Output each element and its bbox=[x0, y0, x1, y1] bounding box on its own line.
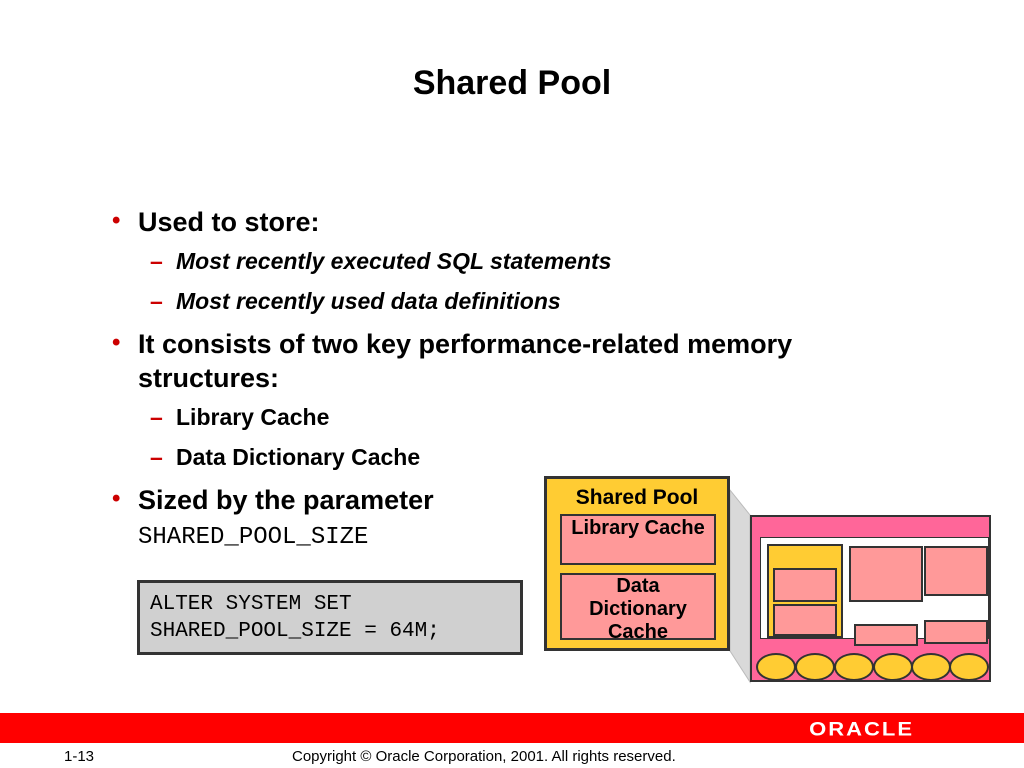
bullet-item: •It consists of two key performance-rela… bbox=[112, 329, 793, 393]
page-number: 1-13 bbox=[64, 748, 95, 765]
page-title: Shared Pool bbox=[412, 64, 612, 102]
sga-memory-area bbox=[760, 537, 989, 646]
buffer-block bbox=[924, 546, 988, 596]
sga-diagram bbox=[750, 515, 991, 682]
shared-pool-label: Shared Pool bbox=[575, 486, 699, 509]
shared-pool-block bbox=[767, 544, 843, 638]
sub-bullet-item: –Most recently used data definitions bbox=[150, 288, 561, 314]
bullet-list: •Used to store: –Most recently executed … bbox=[108, 205, 928, 563]
code-box: ALTER SYSTEM SET SHARED_POOL_SIZE = 64M; bbox=[137, 580, 523, 655]
oracle-logo: ORACLE bbox=[809, 717, 914, 740]
dd-label-line: Data bbox=[616, 575, 660, 597]
copyright-text: Copyright © Oracle Corporation, 2001. Al… bbox=[292, 748, 676, 765]
bullet-text: Used to store: bbox=[138, 207, 320, 237]
dd-label-line: Dictionary bbox=[589, 598, 687, 620]
bullet-text-cont: structures: bbox=[138, 363, 280, 393]
sub-bullet-text: Library Cache bbox=[176, 404, 330, 430]
data-dictionary-cache-box: Data Dictionary Cache bbox=[560, 573, 716, 643]
dd-label-line: Cache bbox=[607, 621, 669, 643]
bullet-text: Sized by the parameter bbox=[138, 485, 434, 515]
footer-bar bbox=[0, 713, 1024, 743]
process-oval bbox=[756, 653, 796, 681]
code-line: ALTER SYSTEM SET bbox=[150, 593, 352, 616]
process-oval bbox=[873, 653, 913, 681]
bullet-text: It consists of two key performance-relat… bbox=[138, 329, 793, 359]
process-oval bbox=[834, 653, 874, 681]
cache-block bbox=[773, 568, 837, 602]
code-line: SHARED_POOL_SIZE = 64M; bbox=[150, 620, 440, 643]
bullet-item: •Used to store: bbox=[112, 207, 320, 237]
sub-bullet-item: –Library Cache bbox=[150, 404, 330, 430]
process-oval bbox=[795, 653, 835, 681]
sub-bullet-text: Data Dictionary Cache bbox=[176, 444, 421, 470]
buffer-block bbox=[849, 546, 923, 602]
sub-bullet-item: –Most recently executed SQL statements bbox=[150, 248, 612, 274]
process-oval bbox=[949, 653, 989, 681]
sub-bullet-item: –Data Dictionary Cache bbox=[150, 444, 421, 470]
library-cache-box: Library Cache bbox=[560, 514, 716, 565]
shared-pool-box: Shared Pool Library Cache Data Dictionar… bbox=[544, 476, 730, 651]
cache-block bbox=[773, 604, 837, 636]
process-oval bbox=[911, 653, 951, 681]
buffer-block bbox=[924, 620, 988, 644]
parameter-name: SHARED_POOL_SIZE bbox=[138, 524, 369, 551]
sub-bullet-text: Most recently used data definitions bbox=[176, 288, 561, 314]
buffer-block bbox=[854, 624, 918, 646]
sub-bullet-text: Most recently executed SQL statements bbox=[176, 248, 612, 274]
